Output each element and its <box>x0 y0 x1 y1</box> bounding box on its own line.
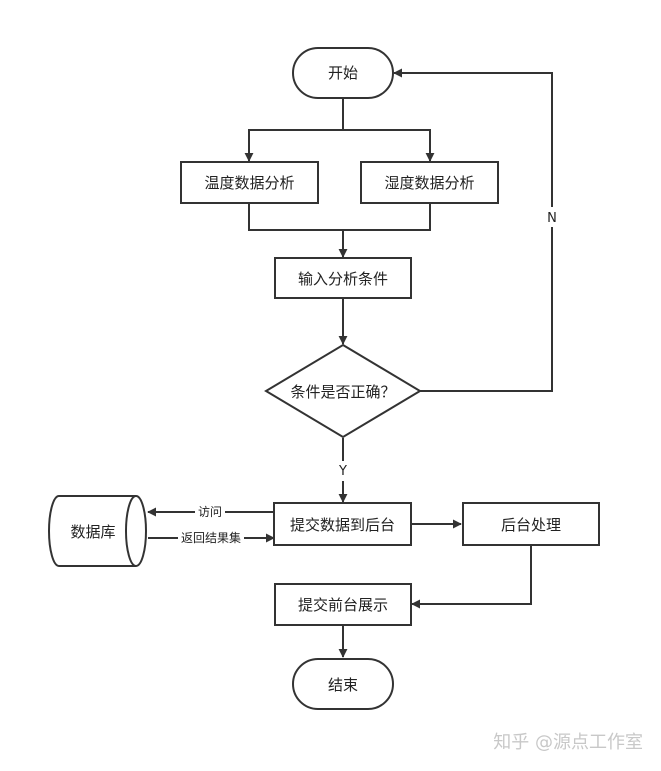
node-database: 数据库 <box>48 495 147 567</box>
node-decision: 条件是否正确？ <box>264 343 422 439</box>
edge-return-label: 返回结果集 <box>181 530 241 545</box>
edge-no-label-bg <box>543 207 561 227</box>
node-input-conditions: 输入分析条件 <box>274 257 412 299</box>
node-humidity-analysis: 湿度数据分析 <box>360 161 499 204</box>
node-end: 结束 <box>292 658 394 710</box>
edge-backend-frontend <box>411 545 532 609</box>
node-decision-label: 条件是否正确？ <box>290 383 395 401</box>
edge-access-label: 访问 <box>198 505 222 519</box>
edge-access-label-bg <box>195 504 225 520</box>
node-temp-analysis-label: 温度数据分析 <box>204 174 294 192</box>
edge-return-label-bg <box>178 530 244 546</box>
edge-split-humidity <box>343 129 435 162</box>
node-end-label: 结束 <box>328 676 358 694</box>
edge-split-temp <box>244 129 343 162</box>
edge-decision-no <box>393 68 553 392</box>
node-start-label: 开始 <box>328 64 358 82</box>
node-submit-backend-label: 提交数据到后台 <box>290 516 395 534</box>
watermark: 知乎 @源点工作室 <box>493 732 643 753</box>
node-temp-analysis: 温度数据分析 <box>180 161 319 204</box>
node-backend-process-label: 后台处理 <box>501 516 561 534</box>
node-humidity-analysis-label: 湿度数据分析 <box>384 174 474 192</box>
edge-yes-label: Y <box>338 464 347 479</box>
node-submit-frontend: 提交前台展示 <box>274 583 412 626</box>
node-submit-frontend-label: 提交前台展示 <box>298 596 388 614</box>
node-start: 开始 <box>292 47 394 99</box>
node-input-conditions-label: 输入分析条件 <box>298 270 388 288</box>
edge-yes-label-bg <box>334 461 352 481</box>
node-database-label: 数据库 <box>70 523 115 541</box>
edge-no-label: N <box>547 211 557 226</box>
edge-temp-merge <box>248 203 431 231</box>
node-submit-backend: 提交数据到后台 <box>273 502 412 546</box>
node-backend-process: 后台处理 <box>462 502 600 546</box>
